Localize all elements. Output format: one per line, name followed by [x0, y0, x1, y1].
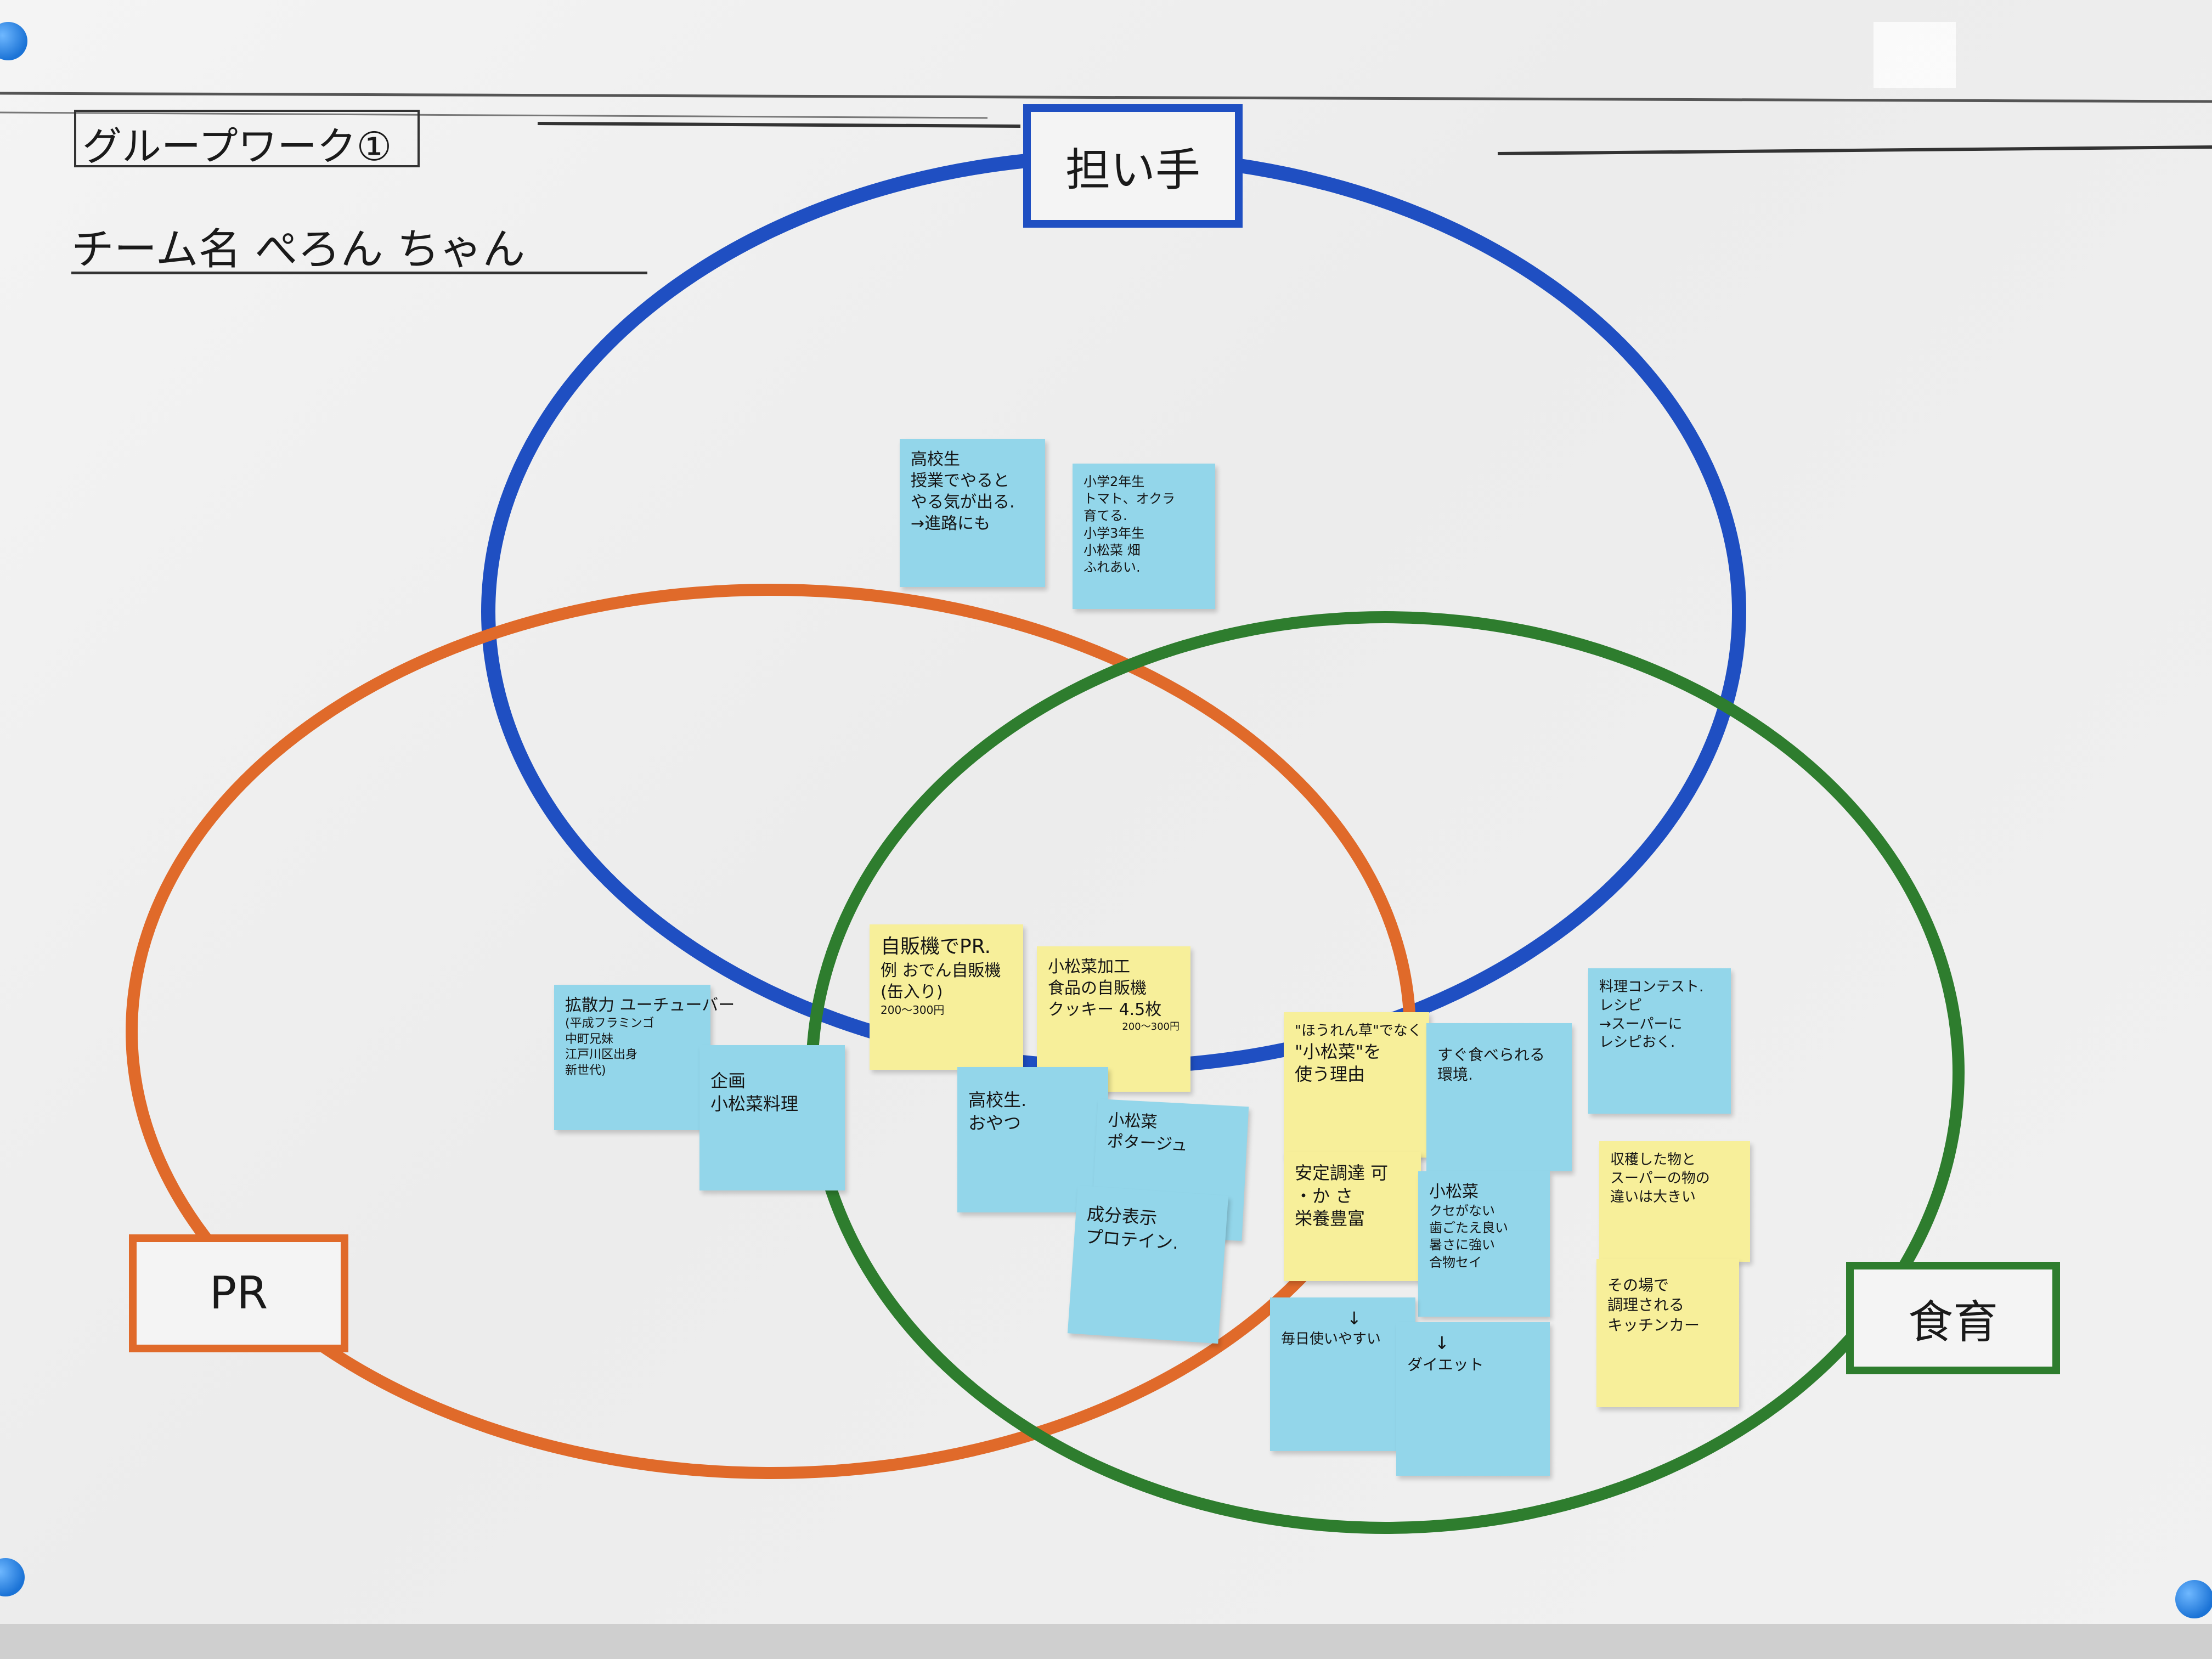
page-title: グループワーク① — [82, 123, 392, 170]
note-line: "ほうれん草"でなく — [1295, 1023, 1422, 1039]
circle-top — [481, 149, 1746, 1074]
wall-strip — [0, 1624, 2212, 1659]
team-name: チーム名 ぺろん ちゃん — [71, 225, 526, 274]
note-line: レシピおく. — [1599, 1034, 1675, 1051]
label-right: 食育 — [1846, 1262, 2060, 1374]
note-line: 200～300円 — [881, 1003, 945, 1017]
note-line: 高校生. — [968, 1090, 1027, 1110]
label-top: 担い手 — [1023, 104, 1243, 228]
pin-icon — [2175, 1580, 2212, 1618]
note-line: おやつ — [968, 1112, 1022, 1133]
team-underline — [71, 272, 647, 274]
note-line: 環境. — [1437, 1065, 1473, 1084]
note-n15: ↓ ダイエット — [1396, 1322, 1550, 1476]
note-n12: すぐ食べられる 環境. — [1426, 1023, 1572, 1171]
note-line: レシピ — [1599, 997, 1643, 1014]
note-line: 栄養豊富 — [1295, 1208, 1365, 1229]
title-box — [74, 110, 420, 167]
note-line: 合物セイ — [1429, 1254, 1482, 1270]
note-line: 自販機でPR. — [881, 935, 991, 958]
note-n18: その場で 調理される キッチンカー — [1596, 1259, 1739, 1407]
note-line: クッキー 4.5枚 — [1048, 1000, 1162, 1019]
note-line: 収穫した物と — [1610, 1152, 1696, 1168]
note-n14: ↓ 毎日使いやすい — [1270, 1297, 1415, 1451]
note-line: 小学2年生 — [1084, 474, 1145, 489]
note-line: 小松菜料理 — [710, 1093, 799, 1114]
note-n17: 収穫した物と スーパーの物の 違いは大きい — [1599, 1141, 1750, 1262]
note-line: 200～300円 — [1122, 1021, 1180, 1032]
rule-line — [537, 122, 1021, 128]
note-line: 企画 — [710, 1070, 746, 1091]
rule-line — [1497, 145, 2212, 155]
note-line: 育てる. — [1084, 508, 1127, 524]
note-line: 拡散力 ユーチューバー — [565, 996, 735, 1015]
note-line: 新世代) — [565, 1063, 606, 1077]
note-n1: 高校生 授業でやると やる気が出る. →進路にも — [900, 439, 1045, 587]
note-line: 小松菜 畑 — [1084, 542, 1141, 558]
note-line: 例 おでん自販機 — [881, 961, 1001, 980]
note-line: 江戸川区出身 — [565, 1048, 638, 1062]
note-n16: 料理コンテスト. レシピ →スーパーに レシピおく. — [1588, 968, 1731, 1114]
note-line: キッチンカー — [1607, 1316, 1700, 1334]
note-line: 高校生 — [911, 450, 960, 469]
note-line: トマト、オクラ — [1084, 491, 1176, 507]
note-line: すぐ食べられる — [1437, 1046, 1545, 1064]
note-line: 小学3年生 — [1084, 525, 1145, 541]
note-line: クセがない — [1429, 1203, 1495, 1218]
note-line: 違いは大きい — [1610, 1188, 1696, 1205]
rule-line — [0, 92, 2212, 103]
note-n4: 企画 小松菜料理 — [699, 1045, 845, 1190]
label-left: PR — [129, 1234, 348, 1352]
note-line: →スーパーに — [1599, 1015, 1683, 1032]
note-line: 毎日使いやすい — [1281, 1330, 1381, 1347]
note-line: 安定調達 可 — [1295, 1163, 1389, 1183]
note-line: やる気が出る. — [911, 493, 1015, 512]
note-n13: 小松菜 クセがない 歯ごたえ良い 暑さに強い 合物セイ — [1418, 1171, 1550, 1317]
note-n9: 成分表示 プロテイン. — [1067, 1185, 1229, 1344]
note-n3: 拡散力 ユーチューバー (平成フラミンゴ 中町兄妹 江戸川区出身 新世代) — [554, 985, 735, 1130]
note-line: (缶入り) — [881, 982, 943, 1002]
note-line: ダイエット — [1407, 1355, 1484, 1374]
note-line: →進路にも — [911, 514, 991, 533]
note-n2: 小学2年生 トマト、オクラ 育てる. 小学3年生 小松菜 畑 ふれあい. — [1073, 464, 1215, 609]
note-n10: "ほうれん草"でなく "小松菜"を 使う理由 — [1284, 1012, 1429, 1158]
tape — [1874, 22, 1956, 88]
note-line: スーパーの物の — [1610, 1170, 1710, 1187]
note-line: 中町兄妹 — [565, 1032, 614, 1046]
note-line: 授業でやると — [911, 471, 1009, 490]
rule-line — [0, 111, 988, 119]
note-n5: 自販機でPR. 例 おでん自販機 (缶入り) 200～300円 — [870, 924, 1023, 1070]
note-line: その場で — [1607, 1276, 1669, 1294]
note-line: "小松菜"を — [1295, 1041, 1381, 1062]
note-line: 歯ごたえ良い — [1429, 1220, 1508, 1236]
note-line: (平成フラミンゴ — [565, 1017, 654, 1030]
note-line: 使う理由 — [1295, 1064, 1365, 1085]
note-line: 料理コンテスト. — [1599, 979, 1704, 995]
note-line: ・か さ — [1295, 1185, 1353, 1206]
note-line: 暑さに強い — [1429, 1237, 1495, 1253]
note-line: ふれあい. — [1084, 559, 1141, 575]
note-line: 小松菜 — [1429, 1182, 1479, 1201]
note-n11: 安定調達 可 ・か さ 栄養豊富 — [1284, 1152, 1421, 1281]
note-line: ↓ — [1347, 1308, 1362, 1329]
note-line: ↓ — [1435, 1333, 1449, 1353]
note-line: 調理される — [1607, 1296, 1685, 1314]
note-line: 小松菜加工 — [1048, 957, 1130, 977]
note-line: 食品の自販機 — [1048, 979, 1147, 998]
